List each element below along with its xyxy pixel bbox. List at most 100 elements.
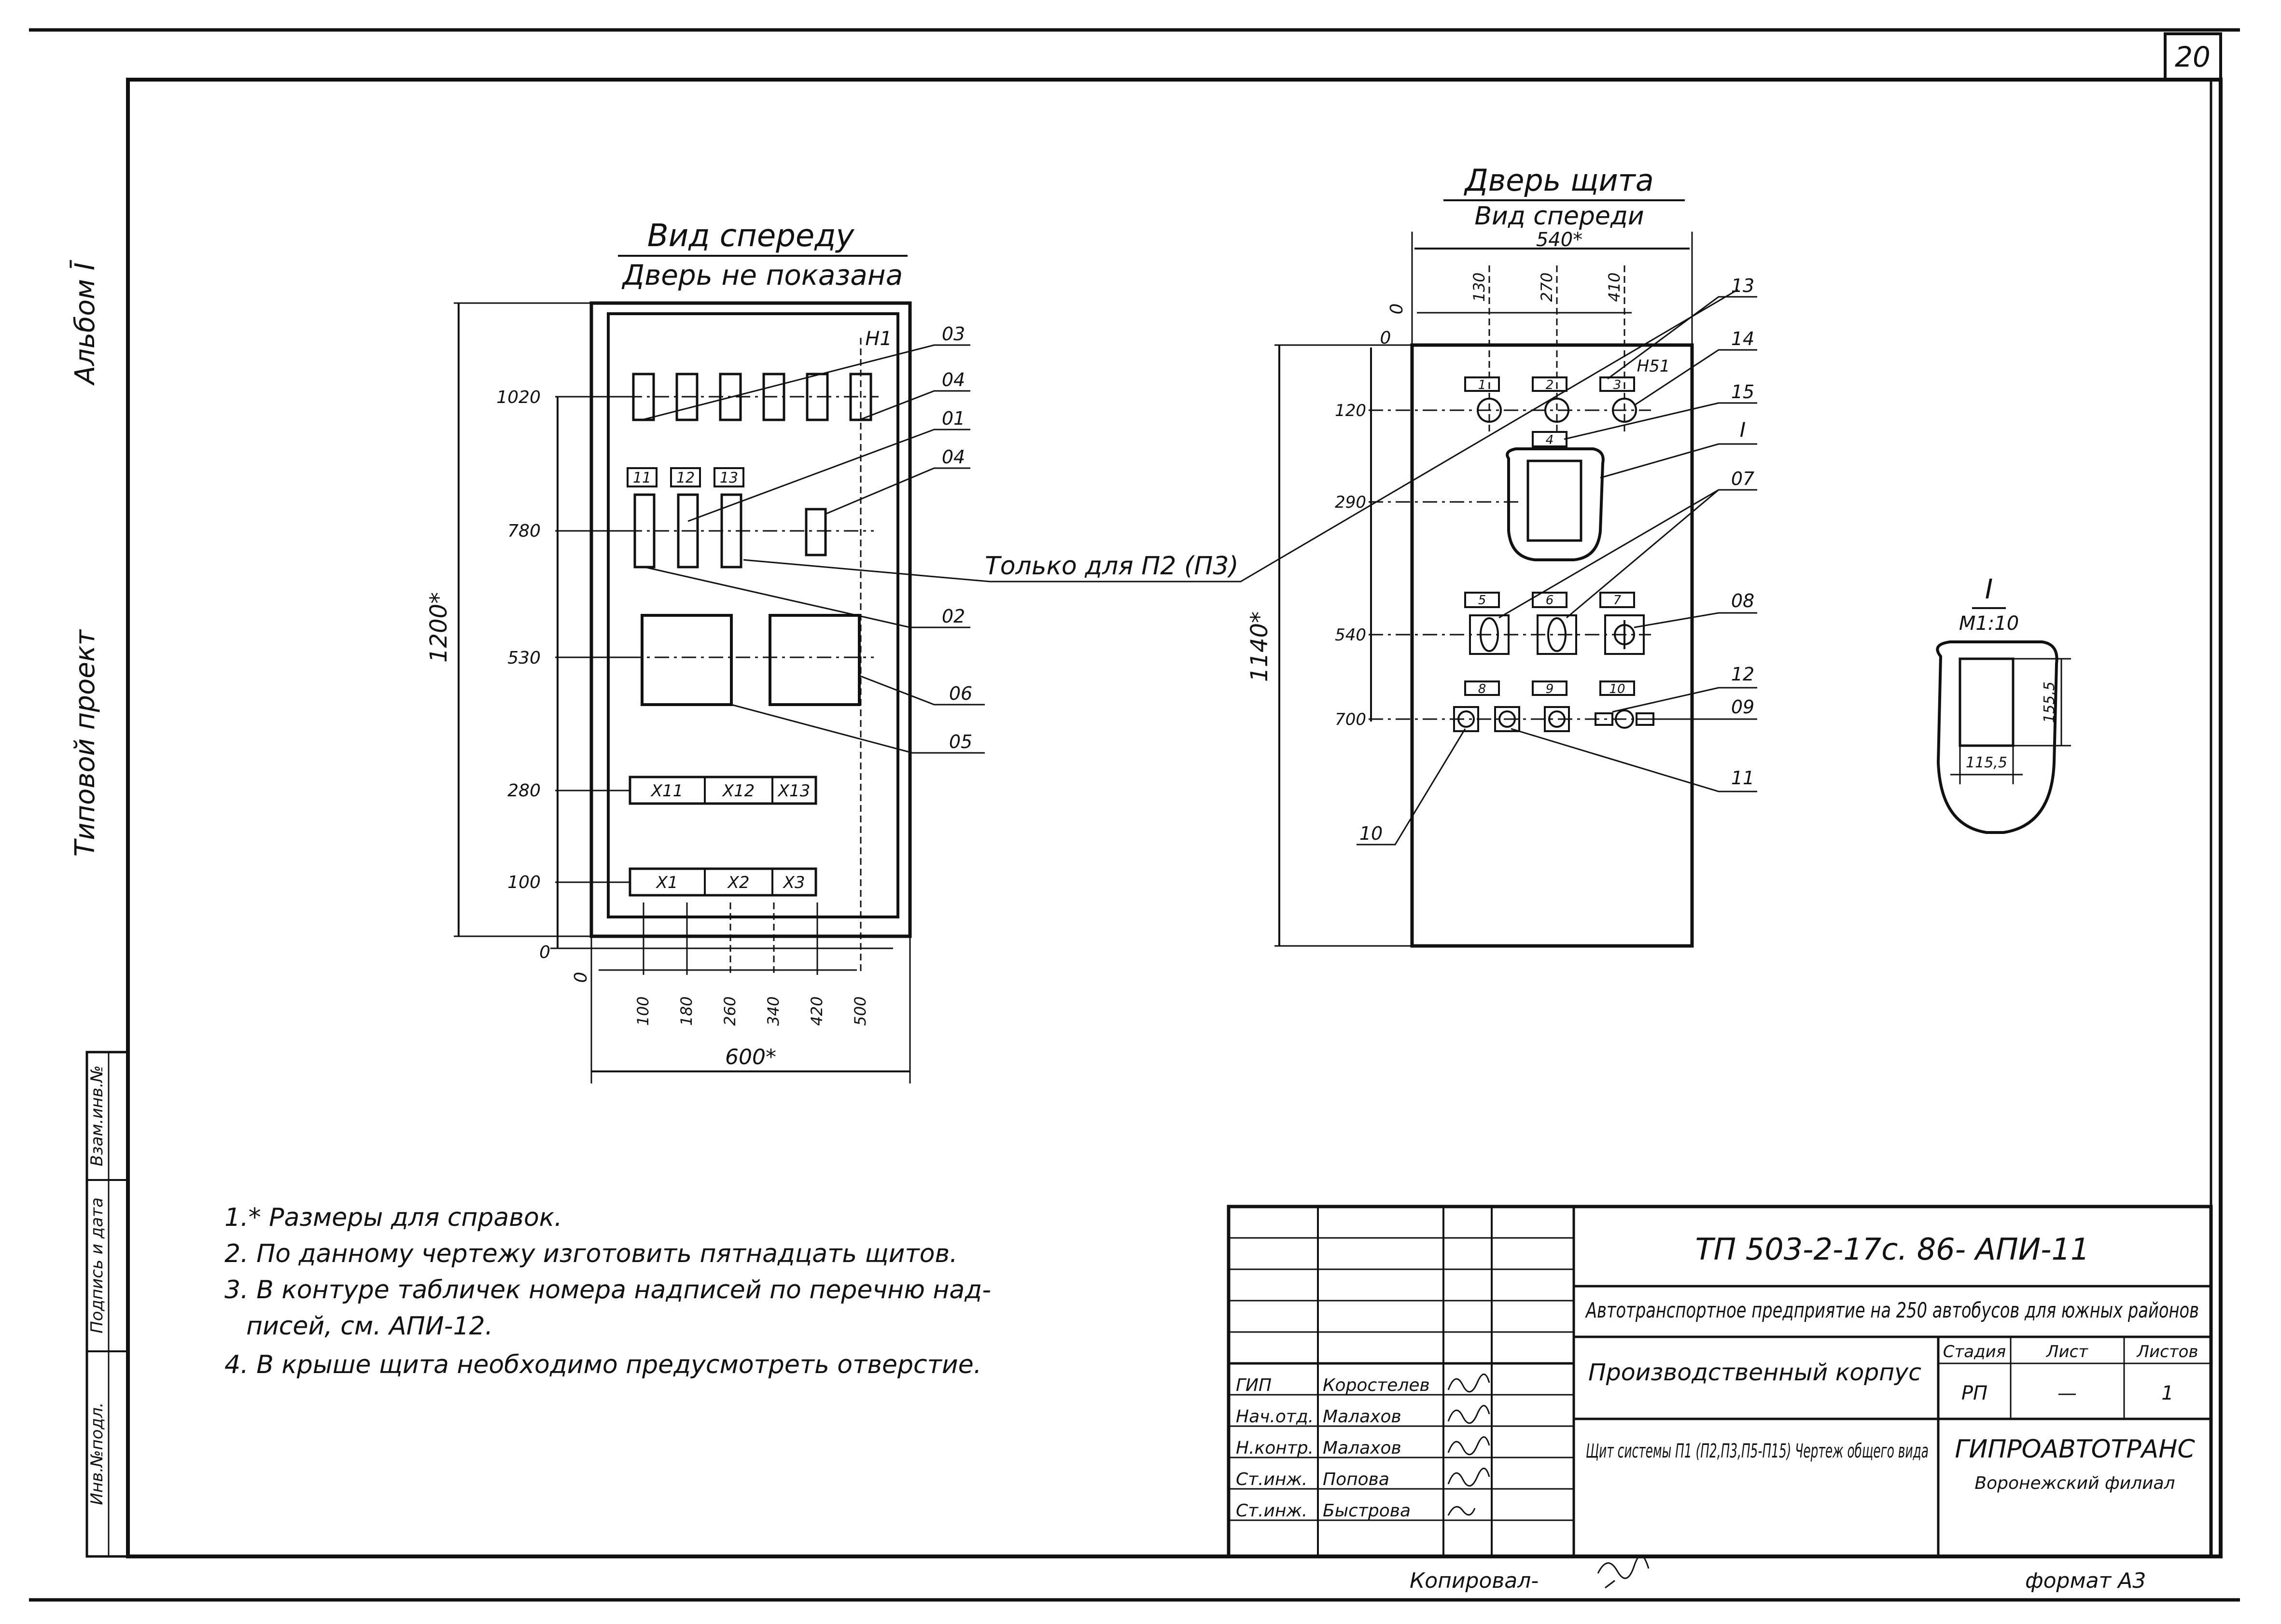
middle-device-row — [628, 493, 874, 569]
door-label-9: 9 — [1546, 682, 1554, 696]
note-1: 1.* Размеры для справок. — [224, 1203, 562, 1232]
door-label-7: 7 — [1613, 593, 1622, 608]
front-y-100: 100 — [507, 873, 541, 892]
front-x-100: 100 — [634, 996, 652, 1026]
door-label-10: 10 — [1609, 682, 1625, 696]
front-y-280: 280 — [507, 781, 541, 801]
door-y-540: 540 — [1335, 625, 1366, 645]
callout-03: 03 — [942, 323, 965, 345]
sig-name-0: Коростелев — [1323, 1375, 1430, 1395]
drawing-frame — [126, 78, 2223, 1558]
door-y-290: 290 — [1335, 493, 1366, 512]
front-y-1020: 1020 — [496, 388, 541, 407]
sheet-number-box — [2164, 32, 2222, 81]
selector-switch-6-icon — [1547, 617, 1567, 652]
only-for-note: Только для П2 (П3) — [743, 289, 1738, 583]
sig-role-1: Нач.отд. — [1236, 1407, 1314, 1427]
project-label: Типовой проект — [70, 629, 101, 857]
door-button-row: 8 9 10 — [1453, 680, 1654, 732]
device-label-11: 11 — [633, 470, 651, 486]
only-for-label: Только для П2 (П3) — [985, 552, 1239, 581]
door-callout-11: 11 — [1731, 767, 1754, 789]
buzzer-icon — [1615, 709, 1634, 729]
door-label-5: 5 — [1478, 593, 1486, 608]
detail-width-dim: 115,5 — [1966, 754, 2007, 771]
detail-window — [1959, 657, 2015, 747]
door-callouts: 13 14 15 I 07 08 12 09 11 10 — [1357, 275, 1757, 846]
cabinet-outline — [589, 301, 912, 938]
door-view-title: Дверь щита — [1463, 163, 1654, 198]
front-y-780: 780 — [507, 521, 541, 541]
stage-value: РП — [1961, 1382, 1987, 1404]
title-block: ГИП Коростелев Нач.отд. Малахов Н.контр.… — [1227, 1205, 2213, 1558]
door-label-8: 8 — [1478, 682, 1486, 696]
sheets-value: 1 — [2161, 1382, 2173, 1404]
note-3-cont: писей, см. АПИ-12. — [246, 1312, 493, 1341]
front-x-260: 260 — [721, 996, 739, 1026]
door-callout-I: I — [1740, 418, 1746, 442]
terminal-x13: Х13 — [777, 781, 811, 801]
door-label-3: 3 — [1613, 378, 1622, 392]
sig-role-0: ГИП — [1236, 1375, 1272, 1395]
front-height-dim: 1200* — [425, 592, 452, 663]
door-panel-label: Н51 — [1637, 357, 1670, 376]
sig-name-3: Попова — [1323, 1470, 1389, 1489]
front-x-180: 180 — [677, 996, 696, 1026]
project-name: Автотранспортное предприятие на 250 авто… — [1585, 1298, 2199, 1323]
drawing-code: ТП 503-2-17с. 86- АПИ-11 — [1695, 1232, 2090, 1267]
note-2: 2. По данному чертежу изготовить пятнадц… — [224, 1239, 958, 1268]
door-x-410: 410 — [1605, 272, 1623, 302]
callout-06: 06 — [949, 683, 972, 704]
top-device-row — [628, 373, 879, 421]
device-label-12: 12 — [676, 470, 695, 486]
detail-view: I М1:10 155,5 115,5 — [1936, 574, 2071, 834]
door-width-dim: 540* — [1536, 229, 1582, 251]
terminal-x1: Х1 — [656, 873, 678, 892]
lamp-3-icon — [1612, 398, 1637, 423]
sig-role-3: Ст.инж. — [1236, 1470, 1307, 1489]
lamp-2-icon — [1544, 398, 1569, 423]
stage-header: Стадия — [1943, 1342, 2006, 1361]
sig-name-1: Малахов — [1323, 1407, 1401, 1427]
device-label-row: 11 12 13 — [627, 467, 744, 487]
stamp-cell-sign: Подпись и дата — [87, 1197, 107, 1333]
device-label-13: 13 — [720, 470, 738, 486]
door-view: Дверь щита Вид спереди 540* Н51 0 130 27… — [1246, 163, 1757, 948]
door-label-2: 2 — [1546, 378, 1554, 392]
lamp-1-icon — [1477, 398, 1502, 423]
front-view: Вид спереду Дверь не показана Н1 11 12 1… — [425, 218, 985, 1083]
front-x-420: 420 — [808, 996, 826, 1026]
terminal-x2: Х2 — [727, 873, 750, 892]
copied-signature-scribble — [1597, 1555, 1650, 1589]
sheet-format: формат А3 — [2025, 1568, 2146, 1593]
door-callout-08: 08 — [1731, 590, 1754, 611]
front-y-530: 530 — [507, 648, 541, 668]
door-label-1: 1 — [1478, 378, 1486, 392]
door-callout-07: 07 — [1731, 468, 1754, 489]
door-label-4: 4 — [1546, 433, 1554, 447]
pushbutton-b-icon — [1498, 710, 1516, 728]
detail-window-outline — [1936, 640, 2058, 834]
door-view-subtitle: Вид спереди — [1474, 202, 1644, 231]
inspection-window-outline — [1506, 447, 1605, 561]
signature-scribbles — [1447, 1374, 1490, 1516]
sheet-header: Лист — [2045, 1342, 2088, 1361]
door-callout-10: 10 — [1359, 823, 1383, 844]
callout-05: 05 — [949, 731, 972, 752]
terminal-x12: Х12 — [722, 781, 755, 801]
door-x-130: 130 — [1470, 272, 1488, 302]
selector-switch-5-icon — [1480, 617, 1499, 652]
note-3: 3. В контуре табличек номера надписей по… — [224, 1276, 991, 1305]
sheet-number: 20 — [2175, 41, 2211, 73]
front-callouts: 03 04 01 04 02 06 05 — [642, 323, 985, 754]
door-lamp-row: 1 2 3 — [1464, 376, 1637, 423]
callout-04-mid: 04 — [942, 446, 965, 468]
callout-04-top: 04 — [942, 369, 965, 390]
sheets-header: Листов — [2136, 1342, 2198, 1361]
terminal-block-top: Х11 Х12 Х13 — [629, 776, 817, 805]
front-x-340: 340 — [764, 996, 783, 1026]
front-horizontal-dimensions: 600* 0 100 180 260 340 420 500 — [571, 338, 911, 1083]
door-switch-row: 5 6 7 — [1464, 592, 1645, 655]
building-name: Производственный корпус — [1588, 1359, 1921, 1386]
detail-title: I — [1985, 574, 1993, 605]
